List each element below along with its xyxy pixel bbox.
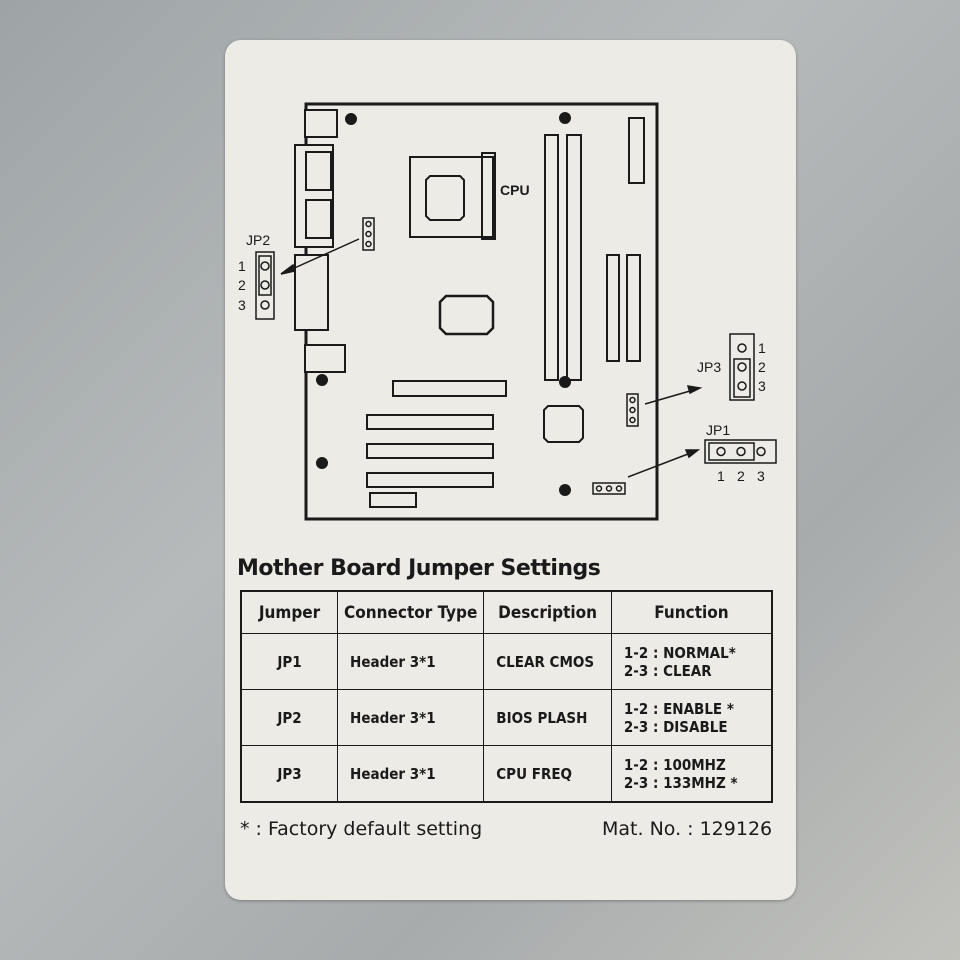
- table-row: JP1 Header 3*1 CLEAR CMOS 1-2 : NORMAL*2…: [240, 633, 773, 690]
- jp3-pin-1: 1: [758, 340, 766, 356]
- header-function: Function: [610, 590, 773, 634]
- jp2-label: JP2: [246, 232, 270, 248]
- serial-port: [294, 144, 334, 248]
- cell-jumper: JP1: [240, 633, 339, 690]
- io-connector: [304, 109, 338, 138]
- dimm-slot: [544, 134, 559, 381]
- cell-jumper: JP2: [240, 689, 339, 746]
- table-title: Mother Board Jumper Settings: [237, 556, 601, 581]
- mounting-holes: [316, 112, 571, 496]
- function-line: 1-2 : NORMAL*: [623, 643, 736, 662]
- jp3-pin-2: 2: [758, 359, 766, 375]
- cell-function: 1-2 : NORMAL*2-3 : CLEAR: [610, 633, 773, 690]
- jp1-pin-3: 3: [757, 468, 765, 484]
- table-header-row: Jumper Connector Type Description Functi…: [240, 590, 773, 634]
- cell-description: CPU FREQ: [483, 745, 612, 803]
- pci-slot: [366, 443, 494, 459]
- material-number: Mat. No. : 129126: [602, 818, 773, 840]
- function-line: 2-3 : 133MHZ *: [623, 773, 738, 792]
- cell-description: CLEAR CMOS: [483, 633, 612, 690]
- function-line: 2-3 : DISABLE: [623, 717, 728, 736]
- slot: [606, 254, 620, 362]
- header-description: Description: [483, 590, 612, 634]
- cell-function: 1-2 : ENABLE *2-3 : DISABLE: [610, 689, 773, 746]
- cell-connector: Header 3*1: [337, 745, 485, 803]
- jp2-callout: [255, 251, 275, 320]
- arrow-jp2: [280, 238, 360, 275]
- header-connector-type: Connector Type: [337, 590, 485, 634]
- slot: [626, 254, 641, 362]
- jp2-onboard: [362, 217, 375, 251]
- northbridge-chip: [438, 294, 495, 336]
- cell-connector: Header 3*1: [337, 689, 485, 746]
- cpu-label: CPU: [500, 182, 530, 198]
- function-line: 1-2 : 100MHZ: [623, 755, 726, 774]
- jp3-label: JP3: [697, 359, 721, 375]
- header-jumper: Jumper: [240, 590, 339, 634]
- audio-block: [304, 344, 346, 373]
- function-line: 1-2 : ENABLE *: [623, 699, 734, 718]
- jp3-callout: [729, 333, 755, 401]
- agp-slot: [392, 380, 507, 397]
- footnote: * : Factory default setting: [240, 818, 483, 840]
- pci-slot: [366, 414, 494, 430]
- jumper-settings-table: Jumper Connector Type Description Functi…: [240, 590, 773, 803]
- jp1-onboard: [592, 482, 626, 495]
- arrow-jp1: [627, 449, 701, 478]
- arrow-jp3: [644, 385, 703, 405]
- jp3-onboard: [626, 393, 639, 427]
- function-line: 2-3 : CLEAR: [623, 661, 712, 680]
- dimm-slot: [566, 134, 582, 381]
- jp1-pin-2: 2: [737, 468, 745, 484]
- parallel-port: [294, 254, 329, 331]
- jp1-callout: [704, 439, 777, 464]
- cell-description: BIOS PLASH: [483, 689, 612, 746]
- jp1-label: JP1: [706, 422, 730, 438]
- jp3-pin-3: 3: [758, 378, 766, 394]
- jp1-pin-1: 1: [717, 468, 725, 484]
- cell-connector: Header 3*1: [337, 633, 485, 690]
- slot: [628, 117, 645, 184]
- jp2-pin-1: 1: [238, 258, 246, 274]
- jp2-pin-3: 3: [238, 297, 246, 313]
- cell-jumper: JP3: [240, 745, 339, 803]
- cpu-socket: [409, 152, 496, 240]
- jp2-pin-2: 2: [238, 277, 246, 293]
- pci-slot: [366, 472, 494, 488]
- southbridge-chip: [543, 405, 584, 443]
- table-row: JP2 Header 3*1 BIOS PLASH 1-2 : ENABLE *…: [240, 689, 773, 746]
- small-slot: [369, 492, 417, 508]
